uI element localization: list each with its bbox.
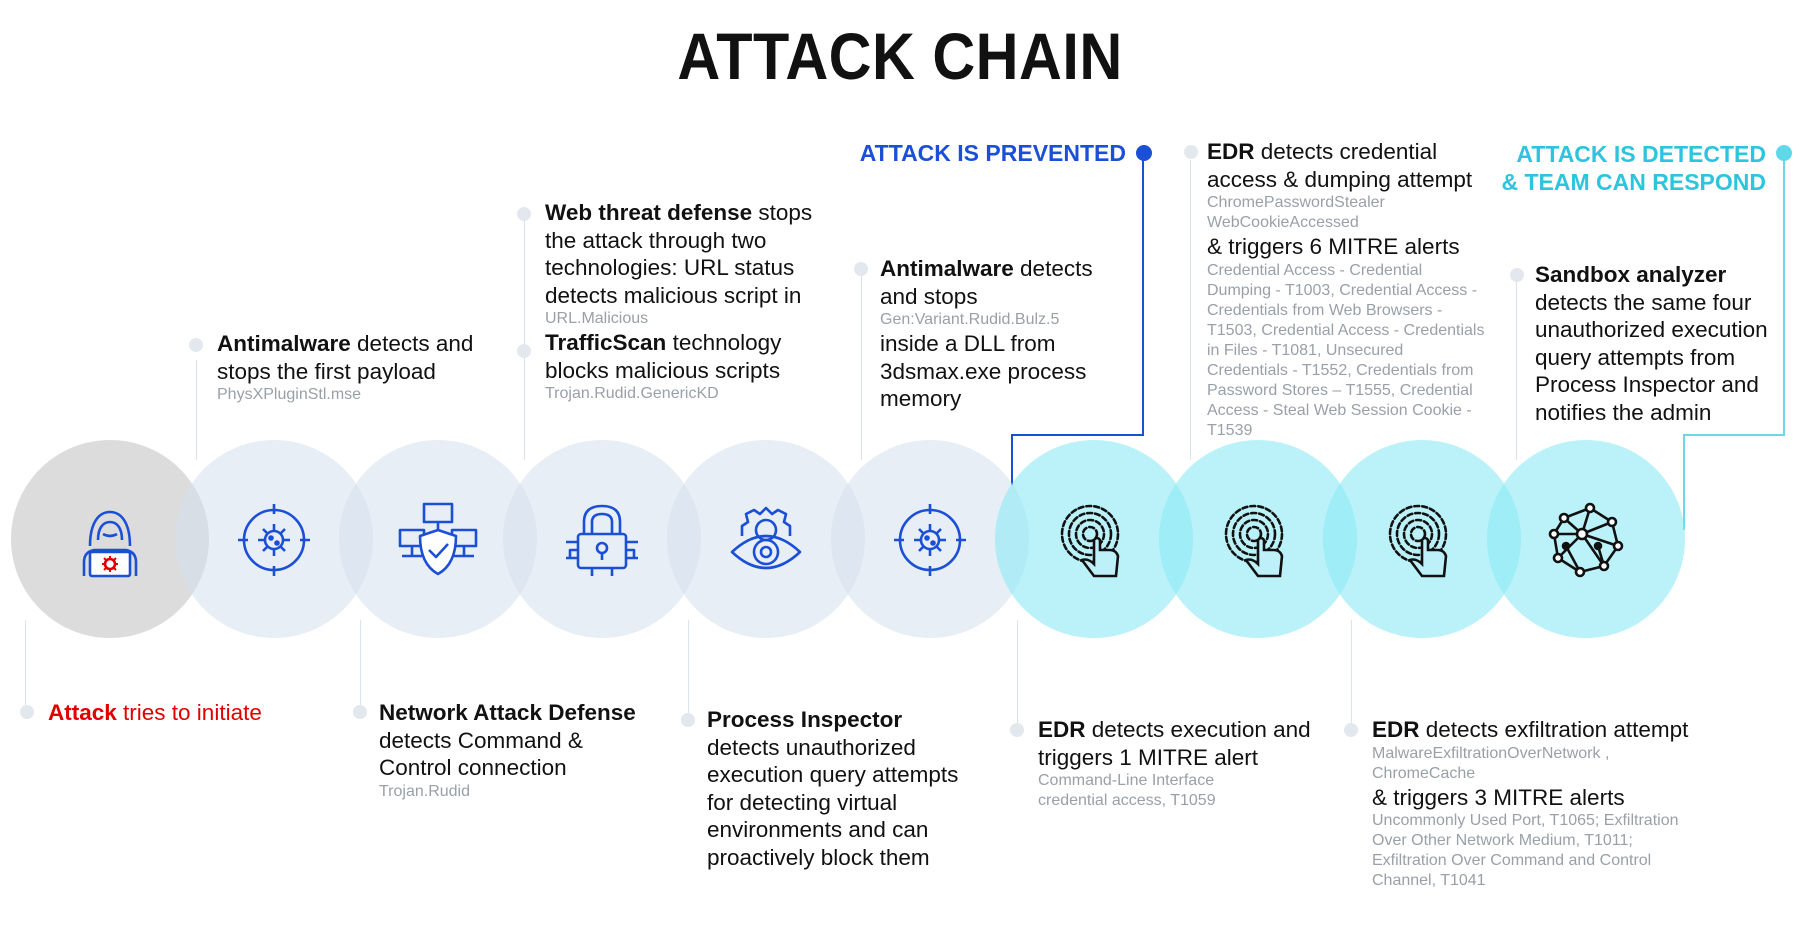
- step-dot: [1184, 145, 1198, 159]
- virus-target-icon: [234, 500, 314, 580]
- connector-line: [1516, 278, 1517, 460]
- step-dot: [20, 705, 34, 719]
- detail-text: ChromePasswordStealer: [1207, 194, 1385, 211]
- detail-text: Uncommonly Used Port, T1065; Exfiltratio…: [1372, 812, 1679, 829]
- mitre-alerts-text: & triggers 3 MITRE alerts: [1372, 784, 1625, 810]
- connector-line: [1351, 620, 1352, 733]
- step-dot: [1344, 723, 1358, 737]
- detail-text: Channel, T1041: [1372, 872, 1486, 889]
- detail-text: PhysXPluginStl.mse: [217, 386, 362, 403]
- detail-text: Credential Access - Credential: [1207, 261, 1423, 279]
- step-antimalware-payload: Antimalware detects and stops the first …: [217, 330, 507, 405]
- detail-text: ChromeCache: [1372, 764, 1476, 782]
- detail-text: Exfiltration Over Command and Control: [1372, 852, 1652, 869]
- connector-line: [861, 275, 862, 460]
- virus-target-icon: [890, 500, 970, 580]
- detail-text: T1539: [1207, 421, 1253, 439]
- detected-marker: [1776, 145, 1792, 161]
- detail-text: Dumping - T1003, Credential Access -: [1207, 281, 1478, 299]
- page-title: ATTACK CHAIN: [677, 19, 1123, 93]
- fingerprint-touch-icon: [1054, 500, 1134, 580]
- network-shield-icon: [398, 500, 478, 580]
- connector-line: [1190, 160, 1191, 460]
- mitre-alerts-text: & triggers 6 MITRE alerts: [1207, 234, 1460, 259]
- connector-line: [196, 360, 197, 460]
- detected-line-2: & TEAM CAN RESPOND: [1501, 169, 1766, 195]
- detail-text: Gen:Variant.Rudid.Bulz.5: [880, 311, 1060, 328]
- hacker-laptop-icon: [70, 500, 150, 580]
- circuit-lock-icon: [562, 500, 642, 580]
- detail-text: Command-Line Interface: [1038, 772, 1215, 789]
- detail-text: Password Stores – T1555, Credential: [1207, 381, 1473, 399]
- detail-text: Trojan.Rudid: [379, 782, 471, 800]
- step-dot: [189, 338, 203, 352]
- fingerprint-touch-icon: [1382, 500, 1462, 580]
- attack-prevented-label: ATTACK IS PREVENTED: [859, 140, 1126, 166]
- detail-text: in Files - T1081, Unsecured: [1207, 341, 1404, 359]
- detail-text: Over Other Network Medium, T1011;: [1372, 832, 1633, 849]
- connector-line: [524, 218, 525, 460]
- step-dot: [1510, 268, 1524, 282]
- attack-detected-label: ATTACK IS DETECTED & TEAM CAN RESPOND: [1460, 140, 1766, 196]
- detail-text: WebCookieAccessed: [1207, 214, 1359, 231]
- neural-network-icon: [1546, 500, 1626, 580]
- step-dot: [854, 262, 868, 276]
- detail-text: Access - Steal Web Session Cookie -: [1207, 401, 1472, 419]
- step-dot: [1010, 723, 1024, 737]
- detail-text: Trojan.Rudid.GenericKD: [545, 385, 719, 402]
- step-network-attack-defense: Network Attack Defense detects Command &…: [379, 699, 649, 802]
- prevented-marker: [1136, 145, 1152, 161]
- step-edr-execution: EDR detects execution and triggers 1 MIT…: [1038, 716, 1328, 811]
- fingerprint-touch-icon: [1218, 500, 1298, 580]
- step-dot: [517, 207, 531, 221]
- step-edr-credential: EDR detects credential access & dumping …: [1207, 138, 1497, 441]
- step-sandbox-analyzer: Sandbox analyzer detects the same four u…: [1535, 262, 1768, 425]
- detail-text: credential access, T1059: [1038, 792, 1216, 809]
- detail-text: URL.Malicious: [545, 310, 649, 327]
- trafficscan-text: TrafficScan technology blocks malicious …: [545, 330, 782, 383]
- detail-text: T1503, Credential Access - Credentials: [1207, 321, 1485, 339]
- step-edr-exfiltration: EDR detects exfiltration attempt Malware…: [1372, 716, 1717, 891]
- step-dot: [517, 344, 531, 358]
- detail-text: Credentials - T1552, Credentials from: [1207, 361, 1474, 379]
- connector-line: [360, 620, 361, 715]
- step-antimalware-dll: Antimalware detects and stops Gen:Varian…: [880, 255, 1110, 413]
- step-attack-initiate: Attack tries to initiate: [48, 700, 262, 725]
- detected-line-1: ATTACK IS DETECTED: [1516, 141, 1766, 167]
- connector-line: [25, 620, 26, 715]
- step-dot: [681, 713, 695, 727]
- dll-text: inside a DLL from 3dsmax.exe process mem…: [880, 331, 1087, 411]
- step-web-threat-defense: Web threat defense stops the attack thro…: [545, 199, 845, 404]
- step-dot: [353, 705, 367, 719]
- gear-eye-icon: [726, 500, 806, 580]
- detail-text: Credentials from Web Browsers -: [1207, 301, 1443, 319]
- step-process-inspector: Process Inspector detects unauthorized e…: [707, 707, 959, 870]
- detail-text: MalwareExfiltrationOverNetwork ,: [1372, 744, 1610, 762]
- connector-line: [1017, 620, 1018, 733]
- connector-line: [688, 620, 689, 723]
